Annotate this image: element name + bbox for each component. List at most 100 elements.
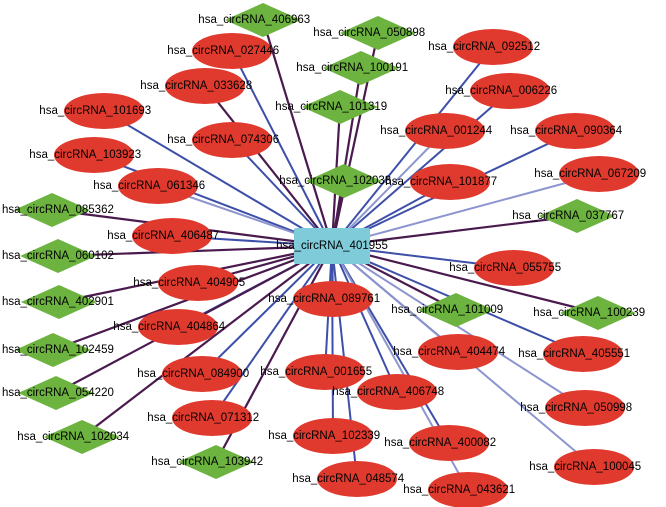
node-label: hsa_circRNA_404905 bbox=[133, 277, 245, 289]
ellipse-shape bbox=[192, 122, 272, 158]
node-048574[interactable]: hsa_circRNA_048574 bbox=[292, 461, 405, 497]
ellipse-shape bbox=[405, 113, 485, 149]
node-102034[interactable]: hsa_circRNA_102034 bbox=[17, 420, 130, 454]
node-label: hsa_circRNA_400082 bbox=[384, 437, 496, 449]
edge-006226 bbox=[331, 90, 511, 247]
ellipse-shape bbox=[554, 449, 634, 485]
node-404864[interactable]: hsa_circRNA_404864 bbox=[113, 309, 226, 345]
node-084900[interactable]: hsa_circRNA_084900 bbox=[137, 356, 249, 392]
node-label: hsa_circRNA_406487 bbox=[107, 230, 219, 242]
node-400082[interactable]: hsa_circRNA_400082 bbox=[384, 425, 496, 461]
ellipse-shape bbox=[165, 68, 245, 104]
diamond-shape bbox=[178, 445, 254, 479]
node-090364[interactable]: hsa_circRNA_090364 bbox=[510, 113, 623, 149]
edge-400082 bbox=[331, 245, 450, 444]
node-102033[interactable]: hsa_circRNA_102033 bbox=[279, 164, 391, 198]
node-006226[interactable]: hsa_circRNA_006226 bbox=[445, 73, 557, 109]
node-001244[interactable]: hsa_circRNA_001244 bbox=[380, 113, 493, 149]
ellipse-shape bbox=[470, 73, 550, 109]
node-label: hsa_circRNA_001655 bbox=[260, 366, 372, 378]
edge-067209 bbox=[331, 173, 600, 247]
edge-050998 bbox=[331, 245, 586, 409]
node-101319[interactable]: hsa_circRNA_101319 bbox=[275, 90, 387, 124]
node-100191[interactable]: hsa_circRNA_100191 bbox=[296, 51, 408, 85]
node-label: hsa_circRNA_404474 bbox=[393, 346, 505, 358]
node-label: hsa_circRNA_006226 bbox=[445, 85, 557, 97]
node-404905[interactable]: hsa_circRNA_404905 bbox=[133, 265, 245, 301]
node-092512[interactable]: hsa_circRNA_092512 bbox=[428, 29, 540, 65]
diamond-shape bbox=[323, 51, 399, 85]
node-050898[interactable]: hsa_circRNA_050898 bbox=[313, 16, 425, 50]
ellipse-shape bbox=[559, 156, 639, 192]
edge-102339 bbox=[331, 245, 334, 437]
node-label: hsa_circRNA_027446 bbox=[167, 45, 279, 57]
node-label: hsa_circRNA_405551 bbox=[518, 348, 630, 360]
node-label: hsa_circRNA_089761 bbox=[268, 293, 380, 305]
node-406963[interactable]: hsa_circRNA_406963 bbox=[198, 3, 310, 37]
node-061346[interactable]: hsa_circRNA_061346 bbox=[93, 168, 205, 204]
node-label: hsa_circRNA_100045 bbox=[529, 461, 641, 473]
node-103942[interactable]: hsa_circRNA_103942 bbox=[151, 445, 263, 479]
node-label: hsa_circRNA_085362 bbox=[2, 204, 114, 216]
node-071312[interactable]: hsa_circRNA_071312 bbox=[147, 400, 259, 436]
node-label: hsa_circRNA_103942 bbox=[151, 456, 263, 468]
ellipse-shape bbox=[409, 425, 489, 461]
diamond-shape bbox=[560, 296, 636, 330]
node-043621[interactable]: hsa_circRNA_043621 bbox=[403, 472, 515, 507]
node-101693[interactable]: hsa_circRNA_101693 bbox=[39, 93, 151, 129]
node-074306[interactable]: hsa_circRNA_074306 bbox=[167, 122, 279, 158]
hub-node[interactable]: hsa_circRNA_401955 bbox=[276, 228, 388, 264]
ellipse-shape bbox=[410, 164, 490, 200]
node-406748[interactable]: hsa_circRNA_406748 bbox=[332, 374, 444, 410]
node-085362[interactable]: hsa_circRNA_085362 bbox=[2, 193, 114, 227]
node-001655[interactable]: hsa_circRNA_001655 bbox=[260, 354, 372, 390]
node-405551[interactable]: hsa_circRNA_405551 bbox=[518, 336, 630, 372]
node-037767[interactable]: hsa_circRNA_037767 bbox=[512, 199, 624, 233]
ellipse-shape bbox=[54, 137, 134, 173]
ellipse-shape bbox=[535, 113, 615, 149]
node-102339[interactable]: hsa_circRNA_102339 bbox=[268, 418, 380, 454]
edge-102034 bbox=[81, 245, 333, 438]
node-102459[interactable]: hsa_circRNA_102459 bbox=[2, 333, 114, 367]
node-label: hsa_circRNA_050898 bbox=[313, 27, 425, 39]
ellipse-shape bbox=[418, 334, 498, 370]
node-404474[interactable]: hsa_circRNA_404474 bbox=[393, 334, 506, 370]
diamond-shape bbox=[225, 3, 301, 37]
node-050998[interactable]: hsa_circRNA_050998 bbox=[520, 390, 632, 426]
ellipse-shape bbox=[543, 336, 623, 372]
edge-100239 bbox=[331, 244, 599, 315]
node-027446[interactable]: hsa_circRNA_027446 bbox=[167, 33, 279, 69]
diamond-shape bbox=[21, 285, 97, 319]
node-406487[interactable]: hsa_circRNA_406487 bbox=[107, 218, 219, 254]
ellipse-shape bbox=[293, 281, 373, 317]
node-101877[interactable]: hsa_circRNA_101877 bbox=[385, 164, 497, 200]
diamond-shape bbox=[20, 239, 96, 273]
node-054220[interactable]: hsa_circRNA_054220 bbox=[2, 376, 114, 410]
edge-027446 bbox=[231, 50, 333, 247]
ellipse-shape bbox=[138, 309, 218, 345]
edge-103923 bbox=[93, 154, 333, 247]
node-101009[interactable]: hsa_circRNA_101009 bbox=[391, 293, 503, 327]
node-033628[interactable]: hsa_circRNA_033628 bbox=[140, 68, 252, 104]
ellipse-shape bbox=[293, 418, 373, 454]
node-100239[interactable]: hsa_circRNA_100239 bbox=[533, 296, 645, 330]
node-089761[interactable]: hsa_circRNA_089761 bbox=[268, 281, 380, 317]
ellipse-shape bbox=[474, 250, 554, 286]
node-055755[interactable]: hsa_circRNA_055755 bbox=[449, 250, 561, 286]
edge-084900 bbox=[201, 245, 333, 375]
edge-033628 bbox=[204, 85, 333, 247]
node-label: hsa_circRNA_100239 bbox=[533, 307, 645, 319]
node-402901[interactable]: hsa_circRNA_402901 bbox=[2, 285, 114, 319]
node-060102[interactable]: hsa_circRNA_060102 bbox=[2, 239, 114, 273]
ellipse-shape bbox=[118, 168, 198, 204]
ellipse-shape bbox=[453, 29, 533, 65]
edge-092512 bbox=[331, 46, 494, 247]
node-067209[interactable]: hsa_circRNA_067209 bbox=[534, 156, 646, 192]
node-103923[interactable]: hsa_circRNA_103923 bbox=[29, 137, 141, 173]
node-100045[interactable]: hsa_circRNA_100045 bbox=[529, 449, 641, 485]
node-label: hsa_circRNA_100191 bbox=[296, 62, 408, 74]
ellipse-shape bbox=[357, 374, 437, 410]
node-label: hsa_circRNA_406748 bbox=[332, 386, 444, 398]
ellipse-shape bbox=[317, 461, 397, 497]
node-label: hsa_circRNA_102033 bbox=[279, 175, 391, 187]
